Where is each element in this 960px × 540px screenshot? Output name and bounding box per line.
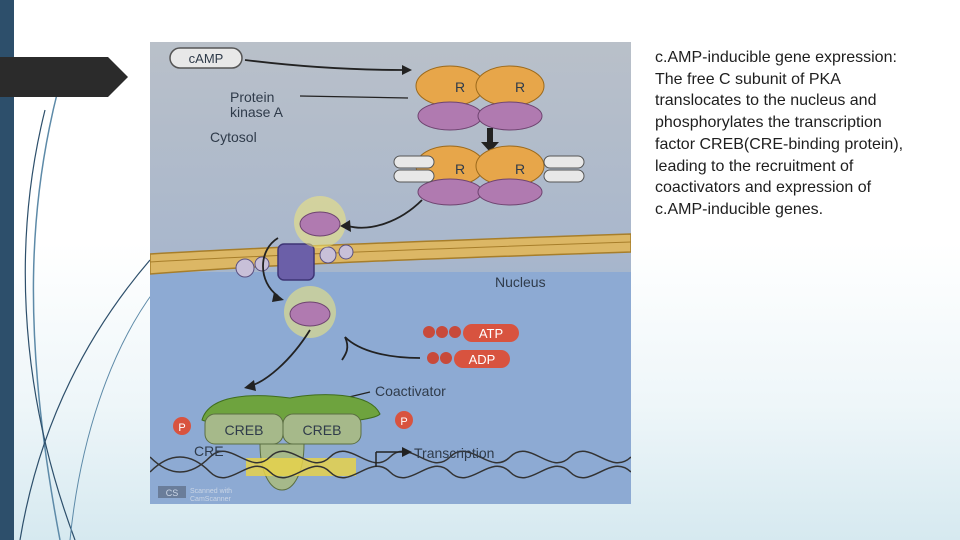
- arrow-tab-shape: [0, 57, 128, 97]
- watermark-logo: CS: [166, 488, 179, 498]
- atp-label: ATP: [479, 326, 503, 341]
- camp-arrow: [244, 59, 403, 71]
- left-accent-bar: [0, 0, 14, 540]
- pka-label-line1: Protein: [230, 89, 274, 105]
- r-subunit-label: R: [455, 161, 465, 177]
- nucleus-region: [150, 272, 631, 504]
- activation-arrow: [481, 142, 499, 152]
- camp-signaling-figure: cAMP Protein kinase A Cytosol R R R R: [150, 42, 631, 504]
- adp-label: ADP: [469, 352, 496, 367]
- camp-molecule-free: cAMP: [169, 47, 243, 69]
- pka-leader-line: [299, 95, 409, 99]
- watermark-line1: Scanned with: [190, 488, 232, 495]
- free-c-subunit-cytosol: [299, 211, 341, 237]
- r-subunit-label: R: [455, 79, 465, 95]
- transcription-label: Transcription: [414, 445, 494, 461]
- phosphate-label-right: P: [400, 416, 407, 428]
- creb-label-right: CREB: [303, 422, 342, 438]
- cytosol-label: Cytosol: [210, 129, 257, 145]
- decorative-swoosh-lines: [19, 89, 156, 540]
- coactivator-label: Coactivator: [375, 383, 446, 399]
- nucleus-label: Nucleus: [495, 274, 546, 290]
- pka-camp-bound: R R: [393, 145, 585, 206]
- atp-adp-group: ATP ADP: [423, 324, 519, 368]
- transcription-arrow: [402, 447, 412, 457]
- creb-label-left: CREB: [225, 422, 264, 438]
- cre-label: CRE: [194, 443, 224, 459]
- watermark-line2: CamScanner: [190, 496, 232, 503]
- r-subunit-label: R: [515, 161, 525, 177]
- camscanner-watermark: CS Scanned with CamScanner: [158, 486, 232, 503]
- dna-strand: [150, 450, 631, 479]
- camp-label: cAMP: [189, 51, 224, 66]
- free-c-subunit-nucleus: [289, 301, 331, 327]
- r-subunit-label: R: [515, 79, 525, 95]
- slide-caption: c.AMP-inducible gene expression: The fre…: [655, 49, 904, 218]
- phosphate-left: [173, 417, 191, 435]
- translocation-arrow: [262, 237, 279, 297]
- phosphate-right: [395, 411, 413, 429]
- nuclear-membrane: [150, 233, 631, 275]
- nuclear-pore: [235, 243, 354, 281]
- phosphate-label-left: P: [178, 422, 185, 434]
- pka-label-line2: kinase A: [230, 104, 284, 120]
- pka-inactive: R R: [415, 65, 545, 131]
